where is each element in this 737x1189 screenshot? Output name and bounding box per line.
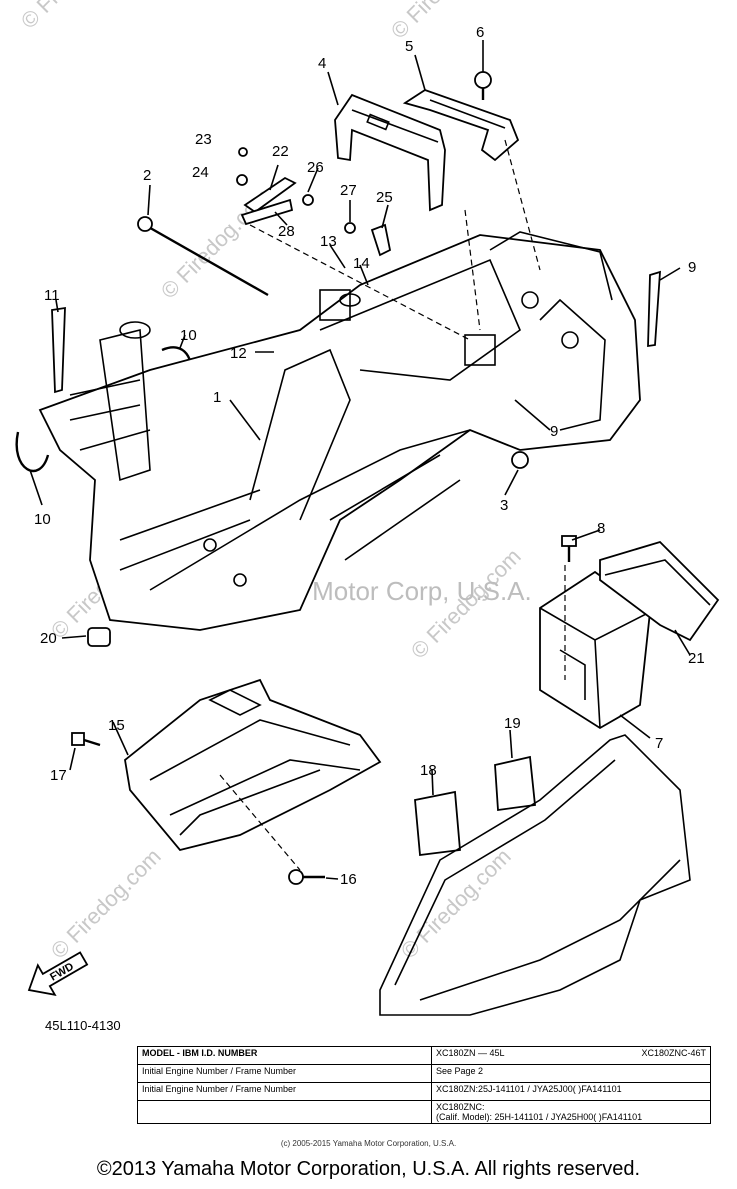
callouts: 1 2 3 4 5 6 7 8 9 9 10 10 11 12 13 14 15… [34, 24, 705, 888]
callout-5: 5 [405, 38, 413, 55]
part-2-long-bolt [137, 216, 269, 297]
callout-8: 8 [597, 520, 605, 537]
callout-3: 3 [500, 497, 508, 514]
callout-15: 15 [108, 717, 125, 734]
callout-23: 23 [195, 131, 212, 148]
watermark: © Firedog.com [386, 0, 506, 44]
callout-1: 1 [213, 389, 221, 406]
table-cell: Initial Engine Number / Frame Number [137, 1082, 432, 1101]
callout-13: 13 [320, 233, 337, 250]
part-8-screw [561, 535, 577, 562]
table-cell [137, 1100, 432, 1124]
calif-model-number: (Calif. Model): 25H-141101 / JYA25H00( )… [436, 1112, 643, 1122]
part-21-battery-cover [599, 540, 720, 642]
table-cell: XC180ZN:25J-141101 / JYA25J00( )FA141101 [431, 1082, 711, 1101]
watermark: © Firedog.com [16, 0, 136, 34]
part-17-16-bolts [71, 732, 325, 885]
callout-9-right: 9 [688, 259, 696, 276]
table-cell: Initial Engine Number / Frame Number [137, 1064, 432, 1083]
callout-12: 12 [230, 345, 247, 362]
callout-2: 2 [143, 167, 151, 184]
table-row: Initial Engine Number / Frame Number XC1… [137, 1082, 711, 1101]
part-5-plate [402, 89, 520, 162]
part-7-battery-box [539, 570, 651, 730]
callout-7: 7 [655, 735, 663, 752]
callout-24: 24 [192, 164, 209, 181]
table-row: XC180ZNC: (Calif. Model): 25H-141101 / J… [137, 1100, 711, 1124]
diagram-code: 45L110-4130 [45, 1018, 121, 1033]
part-18-19-labels [414, 755, 536, 857]
leader-lines [29, 40, 691, 880]
callout-11: 11 [44, 287, 60, 304]
table-row: Initial Engine Number / Frame Number See… [137, 1064, 711, 1083]
table-cell: See Page 2 [431, 1064, 711, 1083]
callout-17: 17 [50, 767, 67, 784]
table-row: MODEL - IBM I.D. NUMBER XC180ZN — 45L XC… [137, 1046, 711, 1065]
callout-4: 4 [318, 55, 326, 72]
parts-diagram: © Firedog.com © Firedog.com © Firedog.co… [15, 0, 720, 1033]
callout-10-upper: 10 [180, 327, 197, 344]
part-6-bolt [474, 71, 492, 100]
calif-model-label: XC180ZNC: [436, 1102, 485, 1112]
part-1-main-frame [38, 231, 641, 631]
callout-16: 16 [340, 871, 357, 888]
model-code-calif: XC180ZNC-46T [641, 1048, 706, 1058]
part-22-28-bracket [236, 147, 392, 257]
part-3-nut [511, 451, 529, 469]
fwd-label: FWD [48, 961, 76, 984]
watermark: © Firedog.com [46, 844, 166, 964]
callout-26: 26 [307, 159, 324, 176]
callout-27: 27 [340, 182, 357, 199]
callout-22: 22 [272, 143, 289, 160]
table-cell: MODEL - IBM I.D. NUMBER [137, 1046, 432, 1065]
part-15-under-guard [124, 678, 382, 852]
table-cell: XC180ZN — 45L XC180ZNC-46T [431, 1046, 711, 1065]
callout-14: 14 [353, 255, 370, 272]
table-cell: XC180ZNC: (Calif. Model): 25H-141101 / J… [431, 1100, 711, 1124]
model-code: XC180ZN — 45L [436, 1048, 505, 1058]
callout-21: 21 [688, 650, 705, 667]
part-4-bracket [334, 93, 446, 212]
rear-fender [379, 734, 691, 1016]
small-copyright: (c) 2005-2015 Yamaha Motor Corporation, … [280, 1139, 457, 1148]
footer-copyright: ©2013 Yamaha Motor Corporation, U.S.A. A… [96, 1158, 641, 1180]
callout-18: 18 [420, 762, 437, 779]
callout-19: 19 [504, 715, 521, 732]
callout-20: 20 [40, 630, 57, 647]
callout-10-lower: 10 [34, 511, 51, 528]
model-info-table: MODEL - IBM I.D. NUMBER XC180ZN — 45L XC… [137, 1046, 711, 1124]
callout-28: 28 [278, 223, 295, 240]
part-20-damper [87, 627, 111, 647]
callout-25: 25 [376, 189, 393, 206]
callout-6: 6 [476, 24, 484, 41]
callout-9-lower: 9 [550, 423, 558, 440]
